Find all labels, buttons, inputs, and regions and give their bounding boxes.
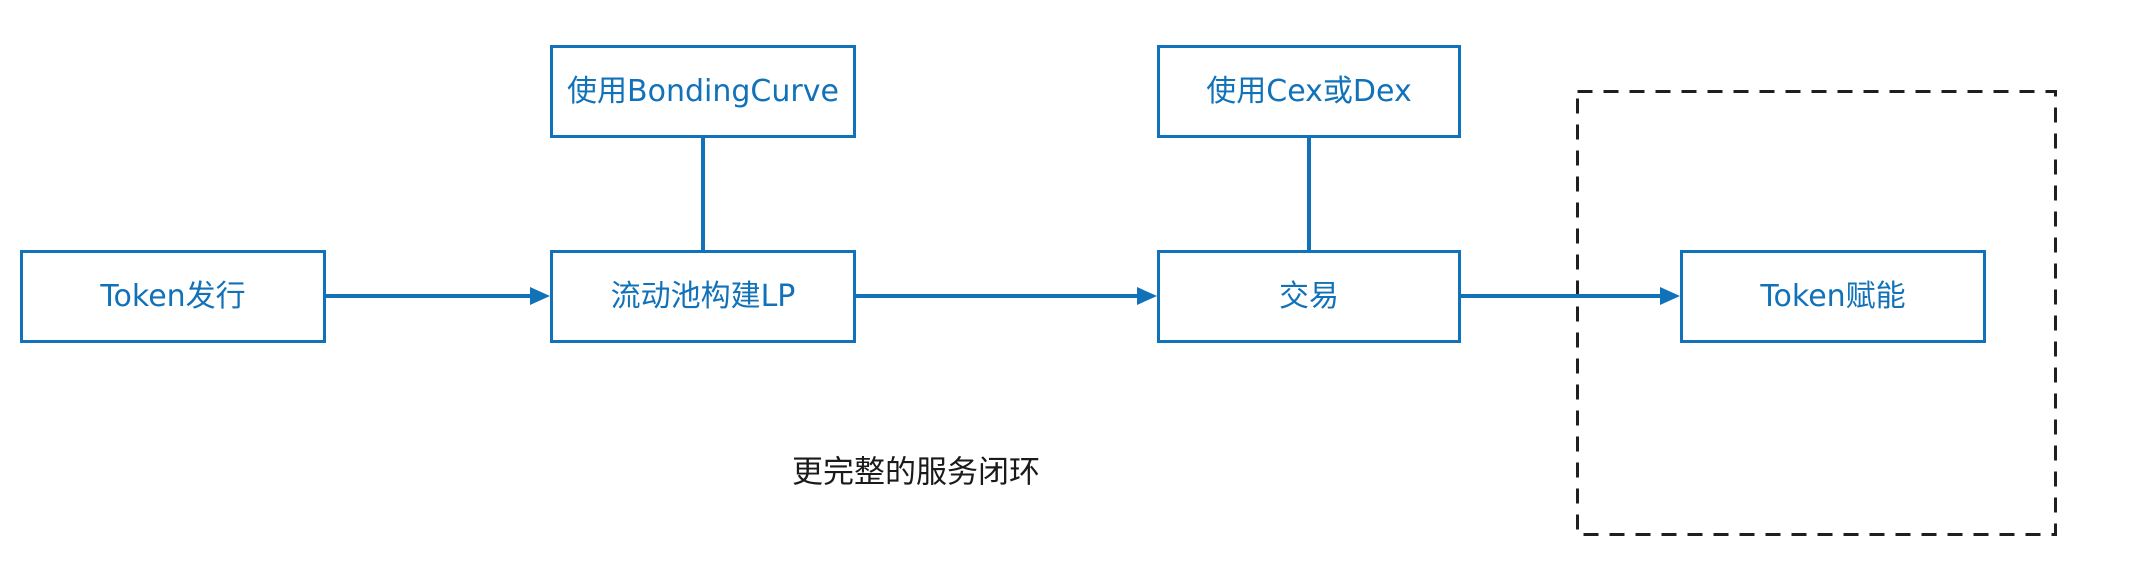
node-liquidity-pool-lp-label: 流动池构建LP [610, 278, 796, 314]
arrow-shaft [856, 294, 1139, 298]
arrow-head-icon [1660, 287, 1680, 305]
node-cex-or-dex-label: 使用Cex或Dex [1206, 73, 1412, 109]
node-trading: 交易 [1157, 250, 1461, 343]
arrow-trading-to-tokenempowerment [1461, 287, 1680, 305]
dashed-group-border [1576, 90, 2057, 536]
node-cex-or-dex: 使用Cex或Dex [1157, 45, 1461, 138]
arrow-head-icon [530, 287, 550, 305]
node-token-issuance-label: Token发行 [100, 278, 246, 314]
node-trading-label: 交易 [1279, 278, 1339, 314]
node-token-empowerment: Token赋能 [1680, 250, 1986, 343]
diagram-caption: 更完整的服务闭环 [792, 454, 1040, 491]
connector-cexdex-to-trading [1307, 138, 1311, 250]
node-token-empowerment-label: Token赋能 [1760, 278, 1906, 314]
node-bonding-curve: 使用BondingCurve [550, 45, 856, 138]
arrow-shaft [326, 294, 532, 298]
node-bonding-curve-label: 使用BondingCurve [567, 73, 839, 109]
connector-bondingcurve-to-liquiditypool [701, 138, 705, 250]
arrow-head-icon [1137, 287, 1157, 305]
arrow-shaft [1461, 294, 1662, 298]
node-liquidity-pool-lp: 流动池构建LP [550, 250, 856, 343]
arrow-liquiditypool-to-trading [856, 287, 1157, 305]
node-token-issuance: Token发行 [20, 250, 326, 343]
arrow-tokenissuance-to-liquiditypool [326, 287, 550, 305]
